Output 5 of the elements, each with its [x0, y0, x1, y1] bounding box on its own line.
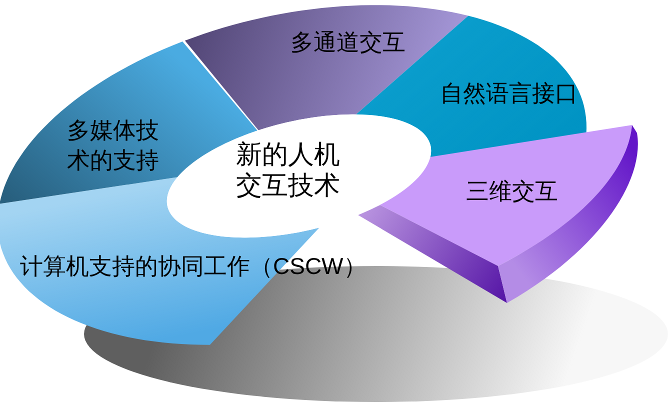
topic-label: 多媒体技术的支持 — [66, 116, 160, 175]
topic-label: 多通道交互 — [290, 28, 406, 56]
topic-label: 自然语言接口 — [440, 80, 578, 106]
topic-label: 计算机支持的协同工作（CSCW） — [20, 252, 366, 280]
topic-label: 三维交互 — [466, 178, 558, 204]
